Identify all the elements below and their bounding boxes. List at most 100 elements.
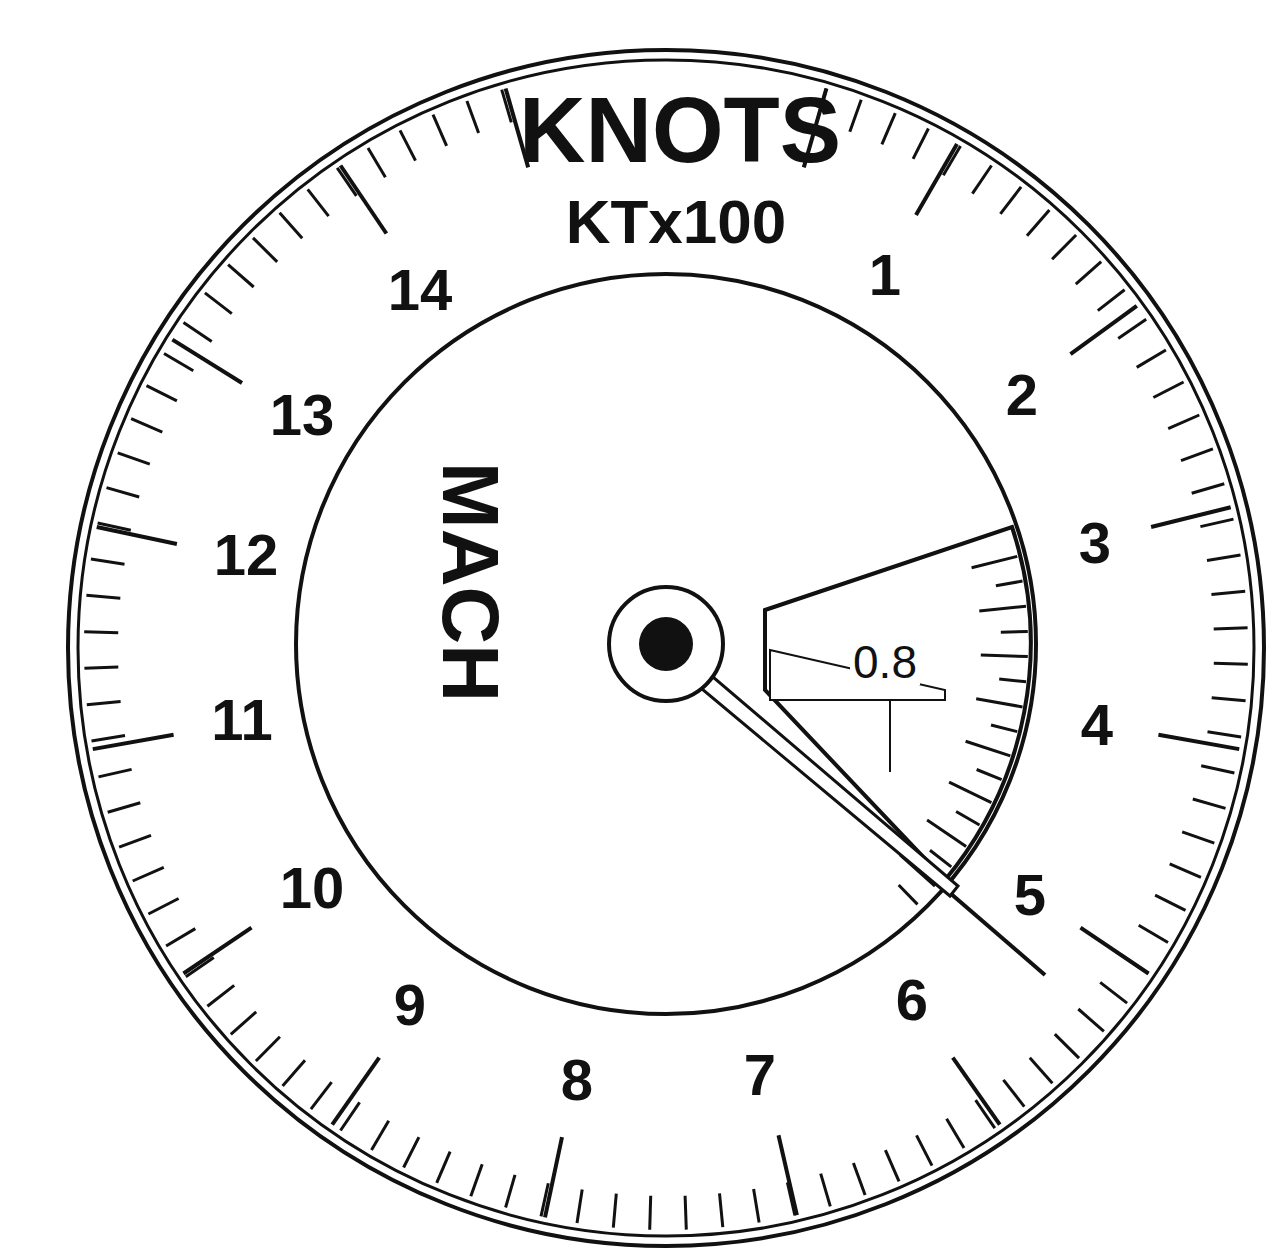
tick [228, 265, 254, 287]
tick [1027, 210, 1049, 236]
tick [953, 1058, 1000, 1125]
tick [467, 101, 479, 133]
tick [205, 293, 232, 314]
tick [1168, 415, 1199, 429]
tick [779, 1135, 797, 1215]
tick [1153, 382, 1183, 398]
tick [1078, 1009, 1104, 1031]
tick [93, 735, 174, 749]
tick [84, 667, 118, 668]
tick [91, 559, 125, 564]
tick [1076, 262, 1101, 285]
mach-disk [296, 274, 1036, 1014]
tick [433, 115, 447, 146]
tick [231, 1012, 256, 1035]
tick [916, 144, 957, 215]
tick [650, 1196, 651, 1230]
tick [166, 929, 195, 946]
scale-number: 13 [270, 386, 335, 444]
tick [207, 985, 234, 1006]
tick [341, 166, 387, 234]
tick [947, 1119, 964, 1148]
tick [882, 113, 895, 144]
tick [1212, 698, 1246, 701]
bezel-outer [68, 50, 1264, 1246]
tick [119, 835, 151, 847]
scale-number: 4 [1081, 696, 1113, 754]
tick [97, 527, 177, 544]
tick [685, 1196, 686, 1230]
tick [437, 1152, 450, 1183]
tick [979, 606, 1026, 611]
hub-pin [639, 617, 693, 671]
tick [99, 769, 132, 777]
mach-index-stem [889, 700, 891, 772]
scale-unit: KTx100 [566, 191, 787, 253]
dial-title: KNOTS [519, 84, 841, 176]
scale-number: 5 [1014, 866, 1046, 924]
tick [1139, 925, 1168, 942]
tick [1003, 1080, 1024, 1107]
tick [256, 1037, 280, 1061]
tick [899, 885, 918, 904]
tick [506, 1175, 515, 1208]
tick [966, 741, 1011, 756]
tick [404, 1137, 419, 1167]
tick [1214, 628, 1248, 629]
tick [147, 386, 177, 401]
tick [131, 419, 162, 432]
tick [368, 148, 385, 177]
tick [1201, 766, 1234, 773]
tick [86, 595, 120, 598]
tick [996, 581, 1023, 586]
tick [1193, 799, 1226, 808]
tick [1211, 591, 1245, 594]
tick [1200, 519, 1233, 527]
mach-window [765, 527, 1031, 880]
tick [991, 725, 1017, 732]
pointer-hub [609, 587, 723, 701]
tick [1155, 895, 1185, 910]
tick [1208, 732, 1242, 737]
tick [311, 1082, 332, 1109]
tick [280, 213, 303, 238]
tick [400, 130, 416, 160]
scale-number: 8 [561, 1051, 593, 1109]
tick [108, 803, 141, 813]
scale-number: 12 [214, 526, 279, 584]
tick [1214, 663, 1248, 664]
tick [1055, 1034, 1079, 1058]
tick [853, 1163, 865, 1195]
tick [1207, 555, 1241, 561]
tick [1000, 187, 1021, 214]
scale-number: 3 [1079, 514, 1111, 572]
tick [917, 1135, 933, 1165]
tick [913, 129, 928, 159]
tick [1158, 735, 1239, 749]
tick [107, 488, 140, 497]
tick [1118, 319, 1146, 338]
tick [172, 340, 242, 383]
tick [1182, 832, 1214, 843]
tick [148, 899, 178, 915]
tick [821, 1174, 831, 1207]
tick [720, 1193, 723, 1227]
tick [972, 166, 991, 194]
tick [1170, 864, 1201, 877]
tick [754, 1189, 760, 1223]
scale-number: 10 [280, 859, 345, 917]
tick [1098, 290, 1125, 311]
tick [308, 189, 329, 216]
mach-title: MACH [430, 462, 510, 702]
tick [1071, 306, 1137, 354]
tick [283, 1060, 305, 1086]
tick [977, 770, 1002, 780]
tick [1081, 928, 1149, 974]
tick [981, 655, 1028, 657]
tick [949, 782, 991, 803]
tick [184, 928, 252, 974]
tick [87, 702, 121, 705]
tick [999, 679, 1026, 682]
scale-number: 9 [394, 976, 426, 1034]
